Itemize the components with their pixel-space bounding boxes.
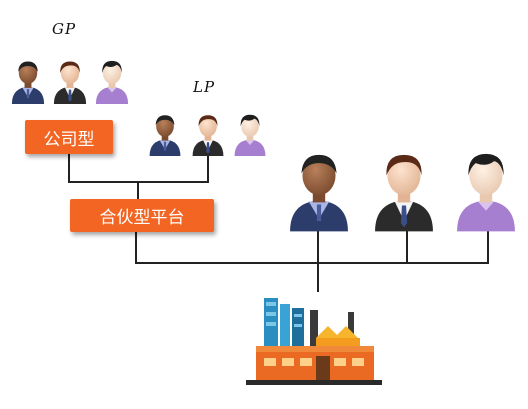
lp-label: LP xyxy=(193,78,216,96)
person-dark-icon xyxy=(290,154,348,232)
partnership-platform-box: 合伙型平台 xyxy=(70,199,214,232)
person-purple-icon xyxy=(457,153,515,232)
person-purple-icon xyxy=(234,114,266,156)
person-dark-icon xyxy=(11,61,45,104)
company-type-box: 公司型 xyxy=(25,120,113,154)
person-suit-icon xyxy=(375,154,433,232)
person-dark-icon xyxy=(149,115,181,156)
person-suit-icon xyxy=(53,61,87,104)
person-suit-icon xyxy=(192,115,224,156)
factory-icon xyxy=(246,298,382,385)
company-lp-connector xyxy=(68,154,209,183)
platform-investors-connector xyxy=(135,230,489,264)
person-purple-icon xyxy=(95,60,129,104)
gp-label: GP xyxy=(52,20,77,38)
